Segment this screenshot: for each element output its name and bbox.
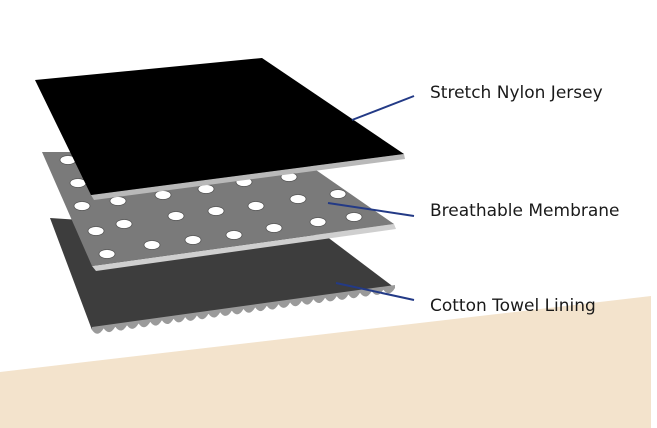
label-stretch-nylon-jersey: Stretch Nylon Jersey xyxy=(430,83,603,103)
perforation-hole xyxy=(154,190,172,200)
perforation-hole xyxy=(109,196,127,206)
label-cotton-towel-lining: Cotton Towel Lining xyxy=(430,296,596,316)
membrane-layer-edge xyxy=(92,224,396,271)
perforation-hole xyxy=(247,201,265,211)
jersey-layer-edge xyxy=(91,154,405,200)
perforation-hole xyxy=(98,249,116,259)
stretch-nylon-jersey-layer xyxy=(35,58,405,200)
perforation-hole xyxy=(115,219,133,229)
leader-line-membrane xyxy=(327,202,415,217)
perforation-hole xyxy=(87,226,105,236)
skin-surface xyxy=(0,296,651,428)
leader-line-jersey xyxy=(351,95,415,121)
leader-line-cotton xyxy=(335,282,415,301)
perforation-hole xyxy=(143,240,161,250)
perforation-hole xyxy=(225,230,243,240)
perforation-hole xyxy=(207,206,225,216)
perforation-hole xyxy=(167,211,185,221)
perforation-hole xyxy=(184,235,202,245)
perforation-hole xyxy=(289,194,307,204)
perforation-hole xyxy=(329,189,347,199)
perforation-hole xyxy=(69,178,87,188)
perforation-hole xyxy=(73,201,91,211)
cotton-layer-wavy-edge xyxy=(92,285,395,334)
perforation-hole xyxy=(265,223,283,233)
label-breathable-membrane: Breathable Membrane xyxy=(430,201,620,221)
perforation-hole xyxy=(345,212,363,222)
perforation-hole xyxy=(309,217,327,227)
membrane-perforations xyxy=(59,155,363,259)
jersey-layer-face xyxy=(35,58,404,195)
